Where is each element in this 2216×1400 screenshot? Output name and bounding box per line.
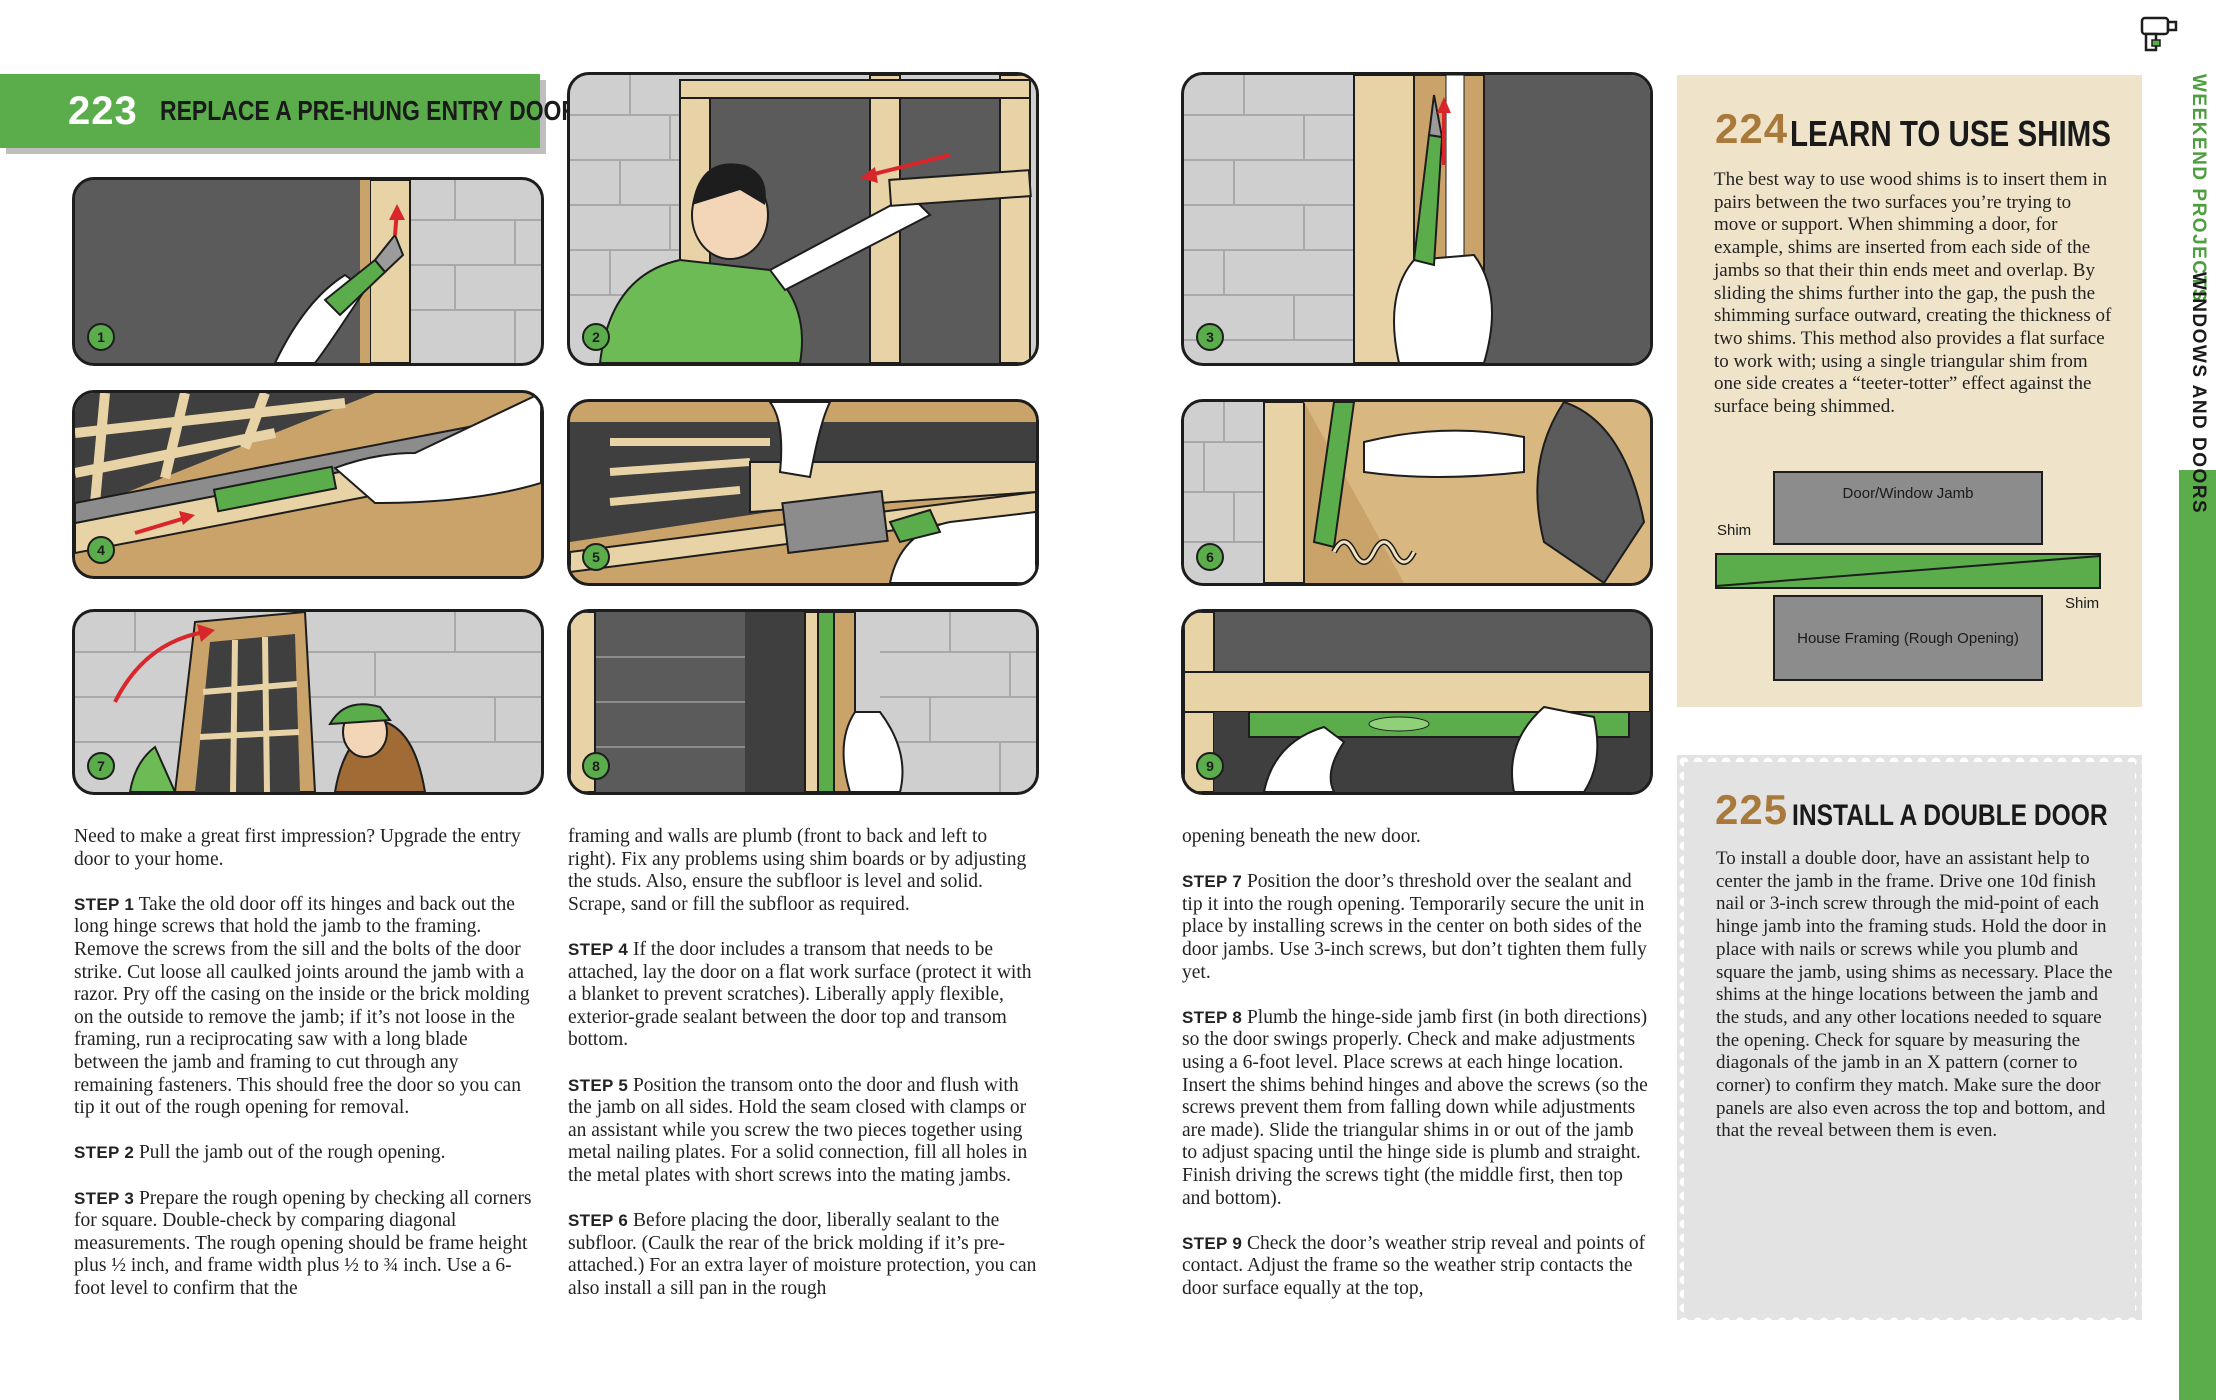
section-title: Replace a Pre-Hung Entry Door xyxy=(159,95,578,126)
section-number: 223 xyxy=(68,88,138,133)
illustration-panel-4: 4 xyxy=(72,390,544,579)
chapter-tab-green xyxy=(2179,470,2216,1400)
sidebar-body: The best way to use wood shims is to ins… xyxy=(1714,169,2112,418)
stamp-border xyxy=(1677,755,2142,1320)
step-text: Position the door’s threshold over the s… xyxy=(1182,871,1647,983)
step-badge: 1 xyxy=(87,323,115,351)
step-7-paragraph: STEP 7 Position the door’s threshold ove… xyxy=(1182,871,1652,984)
step-label: STEP 5 xyxy=(568,1075,629,1095)
illustration-panel-2: 2 xyxy=(567,72,1039,366)
step-badge: 7 xyxy=(87,752,115,780)
shim-pair-graphic xyxy=(1715,553,2101,589)
illustration-panel-7: 7 xyxy=(72,609,544,795)
step-3-paragraph: STEP 3 Prepare the rough opening by chec… xyxy=(74,1188,534,1301)
intro-paragraph: Need to make a great first impression? U… xyxy=(74,826,521,870)
step-5-paragraph: STEP 5 Position the transom onto the doo… xyxy=(568,1075,1038,1188)
step-badge: 8 xyxy=(582,752,610,780)
step-badge: 2 xyxy=(582,323,610,351)
tab-section-label: Weekend Projects xyxy=(2188,74,2209,303)
section-number: 225 xyxy=(1715,786,1789,833)
sidebar-225: 225 Install a Double Door To install a d… xyxy=(1677,755,2142,1320)
step-1-paragraph: STEP 1 Take the old door off its hinges … xyxy=(74,894,534,1120)
step-9-paragraph: STEP 9 Check the door’s weather strip re… xyxy=(1182,1233,1652,1301)
text-column-2: framing and walls are plumb (front to ba… xyxy=(568,826,1038,1323)
step-2-paragraph: STEP 2 Pull the jamb out of the rough op… xyxy=(74,1142,534,1165)
illustration-panel-5: 5 xyxy=(567,399,1039,586)
sidebar-body: To install a double door, have an assist… xyxy=(1716,848,2113,1142)
step-badge: 4 xyxy=(87,536,115,564)
section-title: Learn to Use Shims xyxy=(1790,113,2111,154)
step-text: Take the old door off its hinges and bac… xyxy=(74,893,530,1119)
section-223-banner: 223 Replace a Pre-Hung Entry Door xyxy=(0,74,578,148)
tab-chapter-label: Windows and Doors xyxy=(2188,272,2209,515)
text-column-1: Need to make a great first impression? U… xyxy=(74,826,534,1323)
step-label: STEP 4 xyxy=(568,939,629,959)
step-8-paragraph: STEP 8 Plumb the hinge-side jamb first (… xyxy=(1182,1007,1652,1210)
section-title: Install a Double Door xyxy=(1792,799,2108,832)
step-label: STEP 3 xyxy=(74,1188,135,1208)
step-label: STEP 8 xyxy=(1182,1007,1243,1027)
text-column-3: opening beneath the new door. STEP 7 Pos… xyxy=(1182,826,1652,1323)
step-text: Check the door’s weather strip reveal an… xyxy=(1182,1232,1646,1299)
step-label: STEP 9 xyxy=(1182,1233,1243,1253)
sidebar-224: 224 Learn to Use Shims The best way to u… xyxy=(1677,75,2142,707)
step-text: Prepare the rough opening by checking al… xyxy=(74,1187,532,1299)
step-label: STEP 7 xyxy=(1182,872,1243,892)
illustration-panel-1: 1 xyxy=(72,177,544,366)
illustration-panel-6: 6 xyxy=(1181,399,1653,586)
step-4-paragraph: STEP 4 If the door includes a transom th… xyxy=(568,939,1038,1052)
step-label: STEP 1 xyxy=(74,894,135,914)
shim-label-left: Shim xyxy=(1717,522,1752,539)
step-badge: 3 xyxy=(1196,323,1224,351)
step-text: Position the transom onto the door and f… xyxy=(568,1074,1028,1186)
continued-paragraph: framing and walls are plumb (front to ba… xyxy=(568,826,1027,915)
step-text: Before placing the door, liberally seala… xyxy=(568,1210,1037,1299)
chapter-tab: Weekend Projects Windows and Doors xyxy=(2179,60,2216,1400)
step-text: Plumb the hinge-side jamb first (in both… xyxy=(1182,1006,1648,1209)
illustration-panel-8: 8 xyxy=(567,609,1039,795)
step-label: STEP 2 xyxy=(74,1143,135,1163)
illustration-panel-3: 3 xyxy=(1181,72,1653,366)
continued-paragraph: opening beneath the new door. xyxy=(1182,826,1421,847)
step-badge: 5 xyxy=(582,543,610,571)
step-text: Pull the jamb out of the rough opening. xyxy=(138,1142,446,1164)
house-framing-block: House Framing (Rough Opening) xyxy=(1773,595,2043,681)
step-6-paragraph: STEP 6 Before placing the door, liberall… xyxy=(568,1210,1038,1300)
illustration-panel-9: 9 xyxy=(1181,609,1653,795)
step-badge: 9 xyxy=(1196,752,1224,780)
step-label: STEP 6 xyxy=(568,1211,629,1231)
section-number: 224 xyxy=(1715,105,1789,152)
step-badge: 6 xyxy=(1196,543,1224,571)
step-text: If the door includes a transom that need… xyxy=(568,938,1032,1051)
drill-icon xyxy=(2140,12,2180,56)
door-jamb-block: Door/Window Jamb xyxy=(1773,471,2043,545)
shim-label-right: Shim xyxy=(2065,595,2100,612)
